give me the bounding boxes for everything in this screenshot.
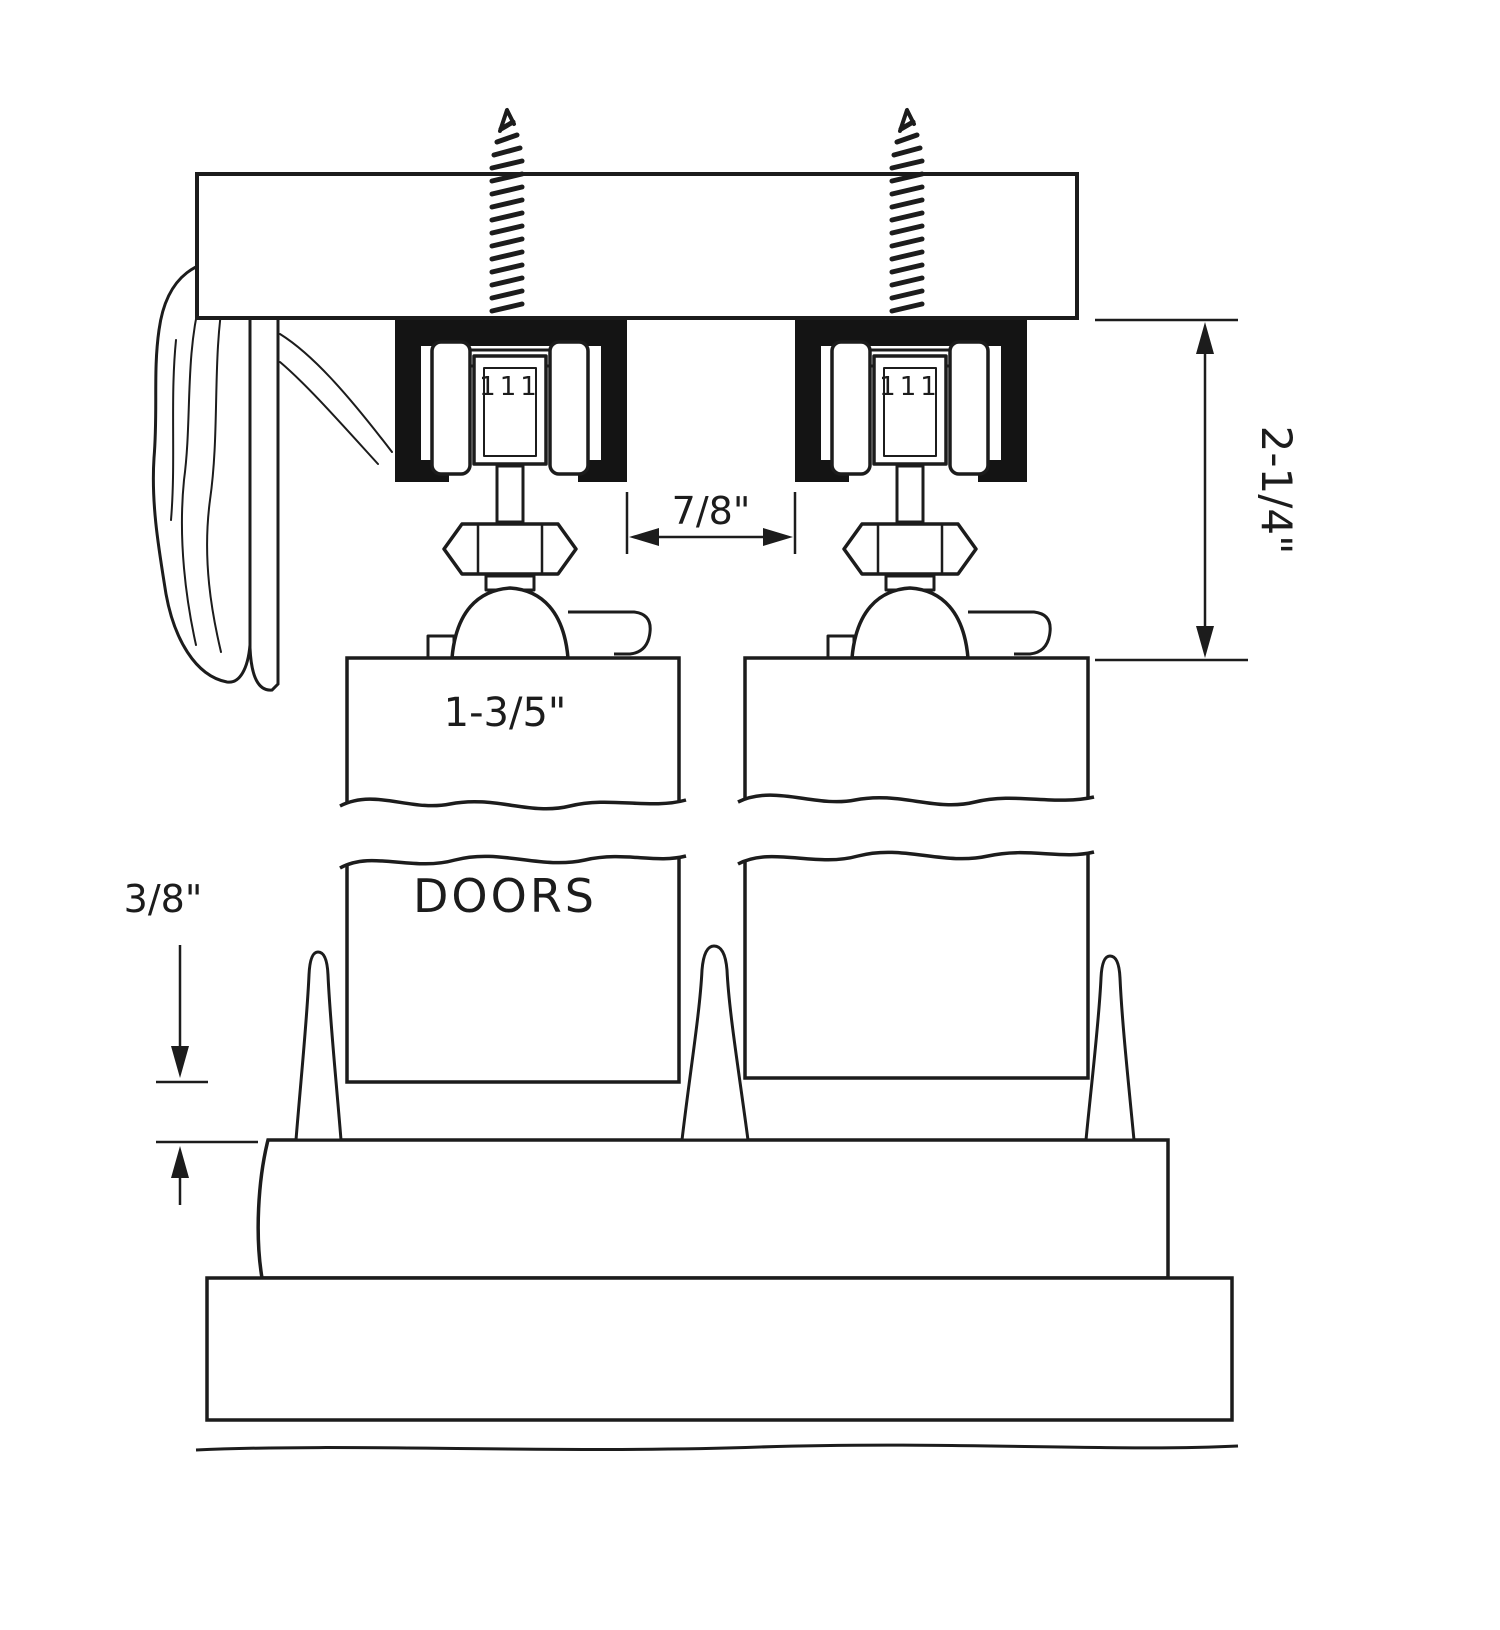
hanger-stem (495, 464, 525, 524)
floor-guide-middle (680, 944, 750, 1142)
label-door-width: 1-3/5" (444, 690, 567, 736)
arrowhead-right (763, 528, 793, 546)
floor-guide-right (1084, 954, 1136, 1142)
track-right-wall (601, 320, 627, 482)
hanger-stem (895, 464, 925, 524)
track-left (395, 320, 627, 482)
roller-assembly-right: 111 (826, 340, 1052, 660)
floor-base-board (195, 1276, 1239, 1452)
dim-bottom-clearance: 3/8" (124, 877, 258, 1205)
bell-mount (850, 586, 970, 660)
mounting-screw-left (489, 108, 525, 314)
roller-mark-left: 111 (479, 372, 541, 402)
roller-wheel-left (830, 340, 872, 476)
mounting-plate (568, 610, 652, 656)
wood-grain-line (170, 339, 177, 521)
mounting-tab (426, 634, 456, 660)
mounting-tab (826, 634, 856, 660)
roller-body-inner (483, 367, 537, 457)
header-board (195, 172, 1079, 320)
mounting-screw-right (889, 108, 925, 314)
door-panel (743, 656, 1090, 1080)
arrowhead-up (1196, 322, 1214, 354)
wall-section (151, 258, 252, 684)
gusset-grain-line (279, 361, 379, 465)
roller-assembly-left: 111 (426, 340, 652, 660)
track-left-wall (795, 320, 821, 482)
wood-grain-line (180, 299, 201, 646)
arrowhead-left (629, 528, 659, 546)
wall-bracket (151, 258, 393, 692)
door-labels: 1-3/5" DOORS (413, 690, 597, 923)
jamb-trim (248, 316, 280, 692)
break-band-mask (340, 799, 686, 868)
gusset-grain-line (279, 333, 393, 453)
label-track-gap: 7/8" (672, 489, 751, 533)
dim-hanger-height: 2-1/4" (1095, 318, 1301, 662)
break-line (737, 850, 1095, 866)
base-board-outline (205, 1276, 1234, 1422)
mounting-plate (968, 610, 1052, 656)
track-right (795, 320, 1027, 482)
break-line (339, 797, 687, 811)
break-line (737, 793, 1095, 807)
wood-grain-line (206, 291, 225, 653)
threshold-outline (256, 1138, 1170, 1280)
adjustment-nut (842, 522, 978, 576)
track-left-wall (395, 320, 421, 482)
roller-wheel-right (548, 340, 590, 476)
screw-threads (489, 119, 525, 314)
track-top-plate (395, 320, 627, 346)
door-panel (345, 656, 681, 1084)
arrowhead-up (171, 1146, 189, 1178)
roller-mark-right: 111 (879, 372, 941, 402)
adjustment-nut (442, 522, 578, 576)
roller-body-inner (883, 367, 937, 457)
bell-mount (450, 586, 570, 660)
dim-track-gap: 7/8" (625, 489, 797, 554)
roller-wheel-left (430, 340, 472, 476)
roller-wheel-right (948, 340, 990, 476)
floor-guide-left (294, 950, 343, 1142)
door-left (339, 656, 687, 1084)
track-right-wall (1001, 320, 1027, 482)
floor-guides (294, 944, 1136, 1142)
label-doors: DOORS (413, 869, 597, 923)
track-top-plate (795, 320, 1027, 346)
arrowhead-down (1196, 626, 1214, 658)
break-band-mask (738, 795, 1094, 864)
arrowhead-down (171, 1046, 189, 1078)
label-bottom-clearance: 3/8" (124, 877, 203, 921)
threshold-board (256, 1138, 1170, 1280)
label-hanger-height: 2-1/4" (1252, 426, 1301, 555)
floor-line (195, 1443, 1239, 1452)
screw-threads (889, 119, 925, 314)
door-right (737, 656, 1095, 1080)
break-line (339, 854, 687, 870)
